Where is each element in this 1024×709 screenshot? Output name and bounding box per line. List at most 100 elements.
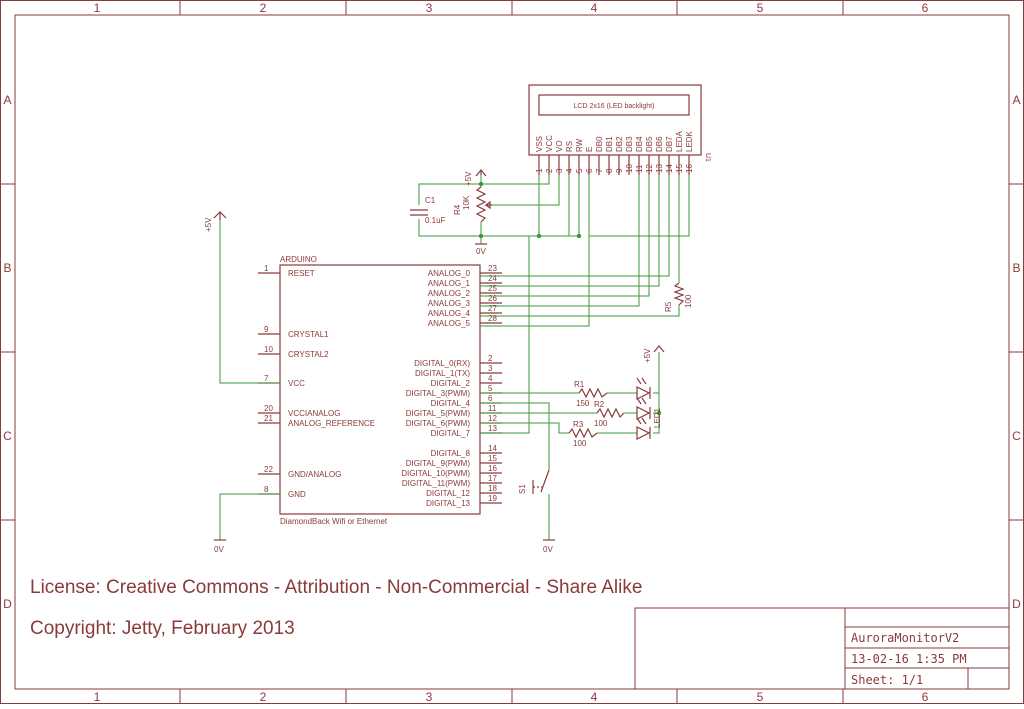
r1-ref: R1 bbox=[574, 380, 585, 389]
pin-number: 6 bbox=[488, 394, 493, 403]
pin-label: DB7 bbox=[665, 136, 674, 152]
pin-label: ANALOG_REFERENCE bbox=[288, 419, 375, 428]
pin-number: 3 bbox=[488, 364, 493, 373]
col-label-3-bottom: 3 bbox=[426, 690, 433, 704]
wire-vcc bbox=[219, 220, 280, 384]
pin-label: GND/ANALOG bbox=[288, 470, 341, 479]
row-label-b: B bbox=[3, 261, 11, 275]
switch-s1: S1 bbox=[518, 469, 550, 494]
capacitor-c1: C1 0.1uF bbox=[410, 196, 446, 225]
pin-label: DIGITAL_8 bbox=[431, 449, 471, 458]
pin-label: DIGITAL_0(RX) bbox=[414, 359, 470, 368]
pin-label: VCC bbox=[545, 135, 554, 152]
lcd-pin-rs: 4 RS bbox=[565, 141, 574, 175]
col-label-3: 3 bbox=[426, 1, 433, 15]
pin-number: 1 bbox=[535, 168, 544, 173]
lcd-label: LCD 2x16 (LED backlight) bbox=[574, 103, 655, 110]
pin-number: 8 bbox=[264, 485, 269, 494]
pin-label: DIGITAL_2 bbox=[431, 379, 471, 388]
supply-5v-led: +5V bbox=[643, 345, 665, 363]
pin-number: 4 bbox=[565, 168, 574, 173]
pin-number: 11 bbox=[635, 164, 644, 173]
supply-5v-left-label: +5V bbox=[204, 217, 213, 232]
pin-number: 21 bbox=[264, 414, 273, 423]
pin-label: VCC bbox=[288, 379, 305, 388]
pin-label: E bbox=[585, 147, 594, 152]
pin-label: GND bbox=[288, 490, 306, 499]
pin-number: 25 bbox=[488, 284, 497, 293]
pin-label: DB6 bbox=[655, 136, 664, 152]
pin-label: ANALOG_0 bbox=[428, 269, 471, 278]
pin-number: 1 bbox=[264, 264, 269, 273]
pin-label: ANALOG_5 bbox=[428, 319, 471, 328]
pin-label: DB3 bbox=[625, 136, 634, 152]
col-label-4-bottom: 4 bbox=[591, 690, 598, 704]
supply-5v-led-label: +5V bbox=[643, 348, 652, 363]
title-block-date: 13-02-16 1:35 PM bbox=[851, 652, 967, 666]
wire-db4 bbox=[480, 175, 640, 307]
row-label-b-right: B bbox=[1012, 261, 1020, 275]
col-label-5: 5 bbox=[757, 1, 764, 15]
pin-number: 5 bbox=[575, 168, 584, 173]
led-ref: LED1 bbox=[653, 407, 662, 428]
pin-label: DIGITAL_5(PWM) bbox=[406, 409, 471, 418]
frame-column-labels-bottom: 1 2 3 4 5 6 bbox=[94, 690, 929, 704]
col-label-1-bottom: 1 bbox=[94, 690, 101, 704]
frame-column-labels-top: 1 2 3 4 5 6 bbox=[94, 1, 929, 15]
pin-number: 8 bbox=[605, 168, 614, 173]
pin-label: DIGITAL_7 bbox=[431, 429, 471, 438]
col-label-2: 2 bbox=[260, 1, 267, 15]
pin-number: 20 bbox=[264, 404, 273, 413]
c1-value: 0.1uF bbox=[425, 216, 446, 225]
arduino-left-pins: 1RESET9CRYSTAL110CRYSTAL27VCC20VCCIANALO… bbox=[258, 264, 375, 499]
row-label-d: D bbox=[3, 597, 12, 611]
col-label-5-bottom: 5 bbox=[757, 690, 764, 704]
copyright-text: Copyright: Jetty, February 2013 bbox=[30, 618, 295, 639]
row-label-c: C bbox=[3, 429, 12, 443]
pin-number: 13 bbox=[655, 164, 664, 173]
resistor-r3: R3 100 bbox=[568, 420, 598, 448]
pin-number: 7 bbox=[264, 374, 269, 383]
r4-ref: R4 bbox=[453, 204, 462, 215]
lcd-pin-db4: 11 DB4 bbox=[635, 136, 644, 175]
frame-row-labels-left: A B C D bbox=[3, 93, 12, 611]
supply-5v-r4: +5V bbox=[464, 169, 487, 186]
title-block-sheet: Sheet: 1/1 bbox=[851, 673, 923, 687]
pin-number: 5 bbox=[488, 384, 493, 393]
pin-label: CRYSTAL2 bbox=[288, 350, 329, 359]
pin-label: DIGITAL_10(PWM) bbox=[401, 469, 470, 478]
pin-number: 4 bbox=[488, 374, 493, 383]
pin-number: 17 bbox=[488, 474, 497, 483]
pin-label: VO bbox=[555, 140, 564, 152]
pin-number: 16 bbox=[488, 464, 497, 473]
col-label-1: 1 bbox=[94, 1, 101, 15]
pin-label: RS bbox=[565, 141, 574, 152]
wire-vo bbox=[488, 175, 560, 206]
pin-label: DIGITAL_4 bbox=[431, 399, 471, 408]
row-label-a: A bbox=[3, 93, 11, 107]
row-label-d-right: D bbox=[1012, 597, 1021, 611]
pin-label: DB4 bbox=[635, 136, 644, 152]
pin-number: 27 bbox=[488, 304, 497, 313]
pin-number: 9 bbox=[264, 325, 269, 334]
pin-label: VCCIANALOG bbox=[288, 409, 340, 418]
pin-number: 11 bbox=[488, 404, 497, 413]
col-label-6: 6 bbox=[922, 1, 929, 15]
lcd-pin-rw: 5RW bbox=[575, 138, 584, 175]
s1-ref: S1 bbox=[518, 484, 527, 494]
junction-led bbox=[656, 410, 662, 416]
r4-value: 10K bbox=[462, 195, 471, 210]
